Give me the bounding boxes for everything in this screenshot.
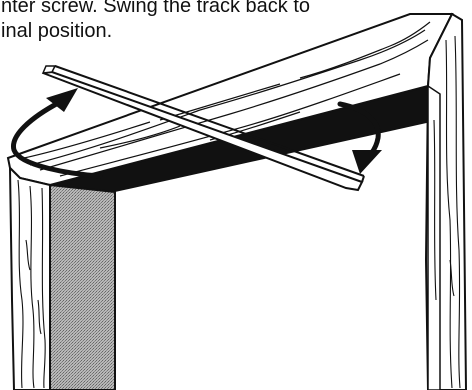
left-jamb-shaded xyxy=(50,185,115,390)
left-post-front xyxy=(10,168,50,390)
